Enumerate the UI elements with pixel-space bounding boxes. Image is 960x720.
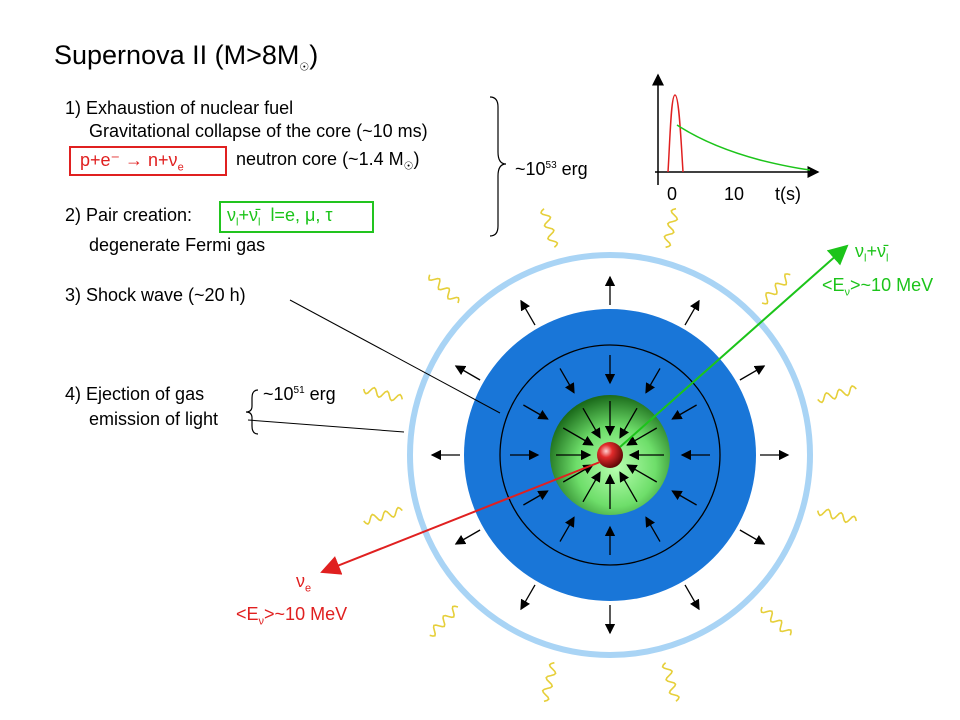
light-pointer (247, 419, 405, 433)
plot-green-decay (676, 124, 811, 171)
nu-mu-tau-label: νl+ν̄l (855, 241, 889, 265)
light-wave (761, 273, 791, 305)
neutron-star (597, 442, 623, 468)
arrows (430, 275, 790, 635)
energy-51: ~1051 erg (263, 384, 336, 404)
ejecta-arrow-out (454, 529, 481, 545)
light-wave (428, 274, 460, 304)
infall-arrow (626, 427, 658, 446)
nu-e-ray (320, 461, 601, 575)
infall-arrow (582, 407, 601, 439)
light-wave (362, 386, 404, 402)
ejecta-arrow-out (739, 529, 766, 545)
page-title: Supernova II (M>8M☉) (54, 40, 319, 74)
light-wave (817, 385, 857, 404)
brace-53 (489, 96, 507, 237)
ejecta-arrow-out (684, 299, 700, 326)
light-wave (540, 208, 559, 248)
stage4-line1: 4) Ejection of gas (65, 384, 205, 404)
infall-arrow (619, 471, 638, 503)
ejecta-arrow-out (520, 299, 536, 326)
stage3-label: 3) Shock wave (~20 h) (65, 285, 246, 305)
plot-red-burst (667, 94, 684, 173)
outer-shell-ring (407, 252, 813, 658)
ejecta-arrow-out (520, 584, 536, 611)
shock-arrow-in (559, 368, 575, 394)
light-wave (429, 605, 459, 637)
light-waves (362, 207, 858, 703)
reaction-box (69, 146, 227, 176)
plot-tick-10: 10 (724, 184, 745, 204)
infall-arrow (619, 407, 638, 439)
shock-arrow-in (671, 404, 697, 420)
shock-arrow-in (645, 516, 661, 542)
light-wave (760, 606, 792, 636)
plot-tick-0: 0 (667, 184, 678, 204)
shock-wave-circle (499, 344, 721, 566)
infall-arrow (582, 471, 601, 503)
shock-arrow-in (671, 490, 697, 506)
stage1-line1: 1) Exhaustion of nuclear fuel (65, 98, 294, 118)
light-wave (663, 207, 679, 249)
shock-pointer (289, 299, 501, 414)
stage1-line2: Gravitational collapse of the core (~10 … (89, 121, 428, 141)
shock-arrow-in (523, 404, 549, 420)
pair-text: νl+ν̄l l=e, μ, τ (227, 205, 333, 229)
stage2-label: 2) Pair creation: (65, 205, 193, 225)
reaction-text: p+e⁻ → n+νe (80, 150, 184, 174)
stage2-line2: degenerate Fermi gas (89, 235, 266, 255)
shock-arrow-in (559, 516, 575, 542)
nu-e-energy: <Eν>~10 MeV (236, 604, 348, 628)
stage4-line2: emission of light (89, 409, 219, 429)
nu-e-label: νe (296, 571, 312, 595)
pair-box (219, 201, 374, 233)
plot-axis-label: t(s) (775, 184, 801, 204)
timing-plot (652, 73, 820, 185)
infall-arrow (626, 464, 658, 483)
ejecta-arrow-out (739, 365, 766, 381)
brace-51 (245, 389, 259, 435)
nu-mu-tau-ray (619, 244, 849, 448)
shock-arrow-in (645, 368, 661, 394)
light-wave (541, 661, 557, 703)
ejecta-arrow-out (684, 584, 700, 611)
neutron-core-text: neutron core (~1.4 M☉) (236, 149, 420, 173)
energy-53: ~1053 erg (515, 159, 588, 179)
light-wave (661, 662, 680, 702)
nu-mu-tau-energy: <Eν>~10 MeV (822, 275, 934, 299)
shock-arrow-in (523, 490, 549, 506)
ejecta-arrow-out (454, 365, 481, 381)
infall-arrow (562, 427, 594, 446)
light-wave (816, 508, 858, 524)
light-wave (363, 506, 403, 525)
